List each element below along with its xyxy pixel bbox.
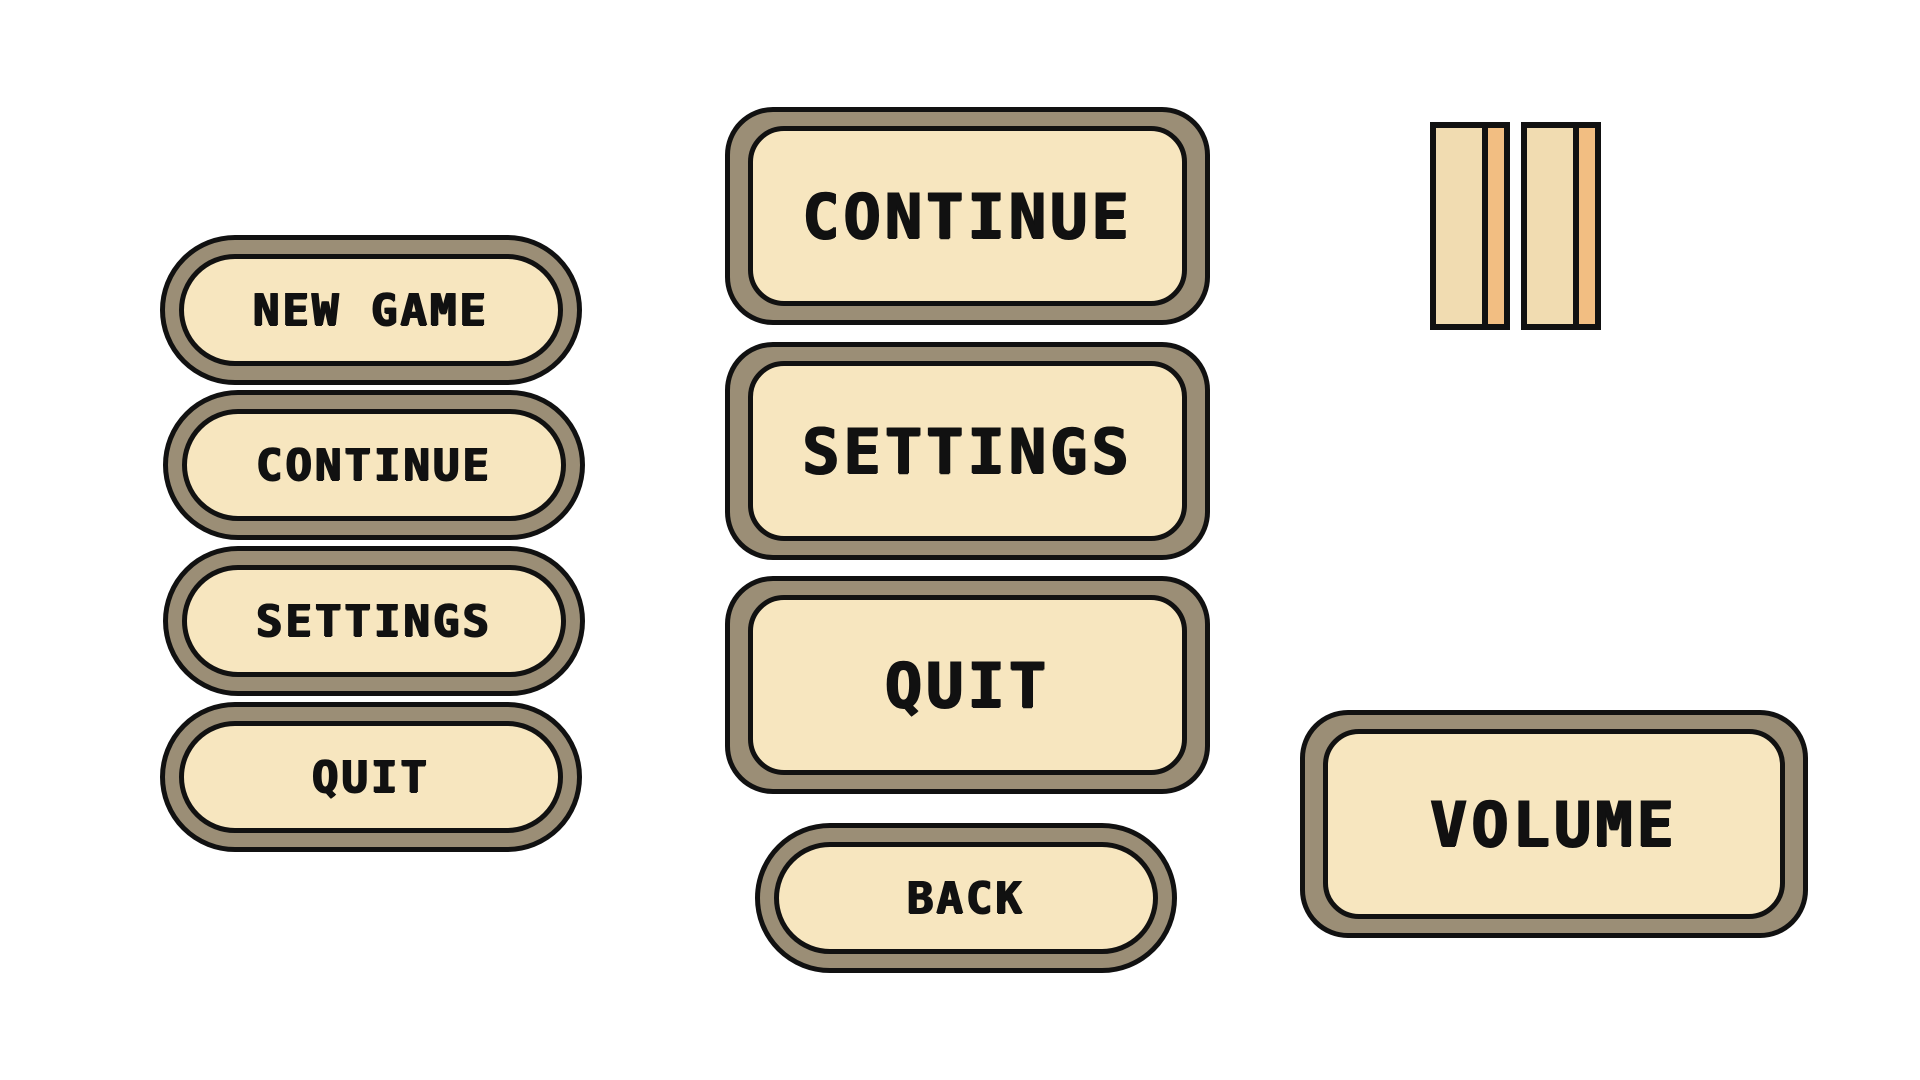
pause-continue-button-face: CONTINUE: [748, 126, 1187, 306]
pause-bar-left-highlight: [1482, 128, 1504, 324]
volume-button[interactable]: VOLUME: [1300, 710, 1808, 938]
main-settings-button[interactable]: SETTINGS: [163, 546, 585, 696]
pause-continue-label: CONTINUE: [802, 179, 1133, 253]
new-game-button[interactable]: NEW GAME: [160, 235, 582, 385]
back-label: BACK: [907, 872, 1025, 924]
pause-quit-button-face: QUIT: [748, 595, 1187, 775]
pause-quit-button[interactable]: QUIT: [725, 576, 1210, 794]
back-button-face: BACK: [774, 842, 1158, 954]
main-continue-label: CONTINUE: [256, 439, 492, 491]
main-quit-button[interactable]: QUIT: [160, 702, 582, 852]
volume-button-face: VOLUME: [1323, 729, 1785, 919]
pause-settings-button[interactable]: SETTINGS: [725, 342, 1210, 560]
pause-bar-right-highlight: [1573, 128, 1595, 324]
pause-quit-label: QUIT: [884, 648, 1051, 722]
pause-icon[interactable]: [1430, 122, 1605, 330]
pause-continue-button[interactable]: CONTINUE: [725, 107, 1210, 325]
new-game-label: NEW GAME: [253, 284, 489, 336]
pause-settings-button-face: SETTINGS: [748, 361, 1187, 541]
main-quit-label: QUIT: [312, 751, 430, 803]
pause-bar-right: [1521, 122, 1601, 330]
back-button[interactable]: BACK: [755, 823, 1177, 973]
main-settings-button-face: SETTINGS: [182, 565, 566, 677]
volume-label: VOLUME: [1430, 787, 1678, 861]
new-game-button-face: NEW GAME: [179, 254, 563, 366]
main-settings-label: SETTINGS: [256, 595, 492, 647]
main-continue-button-face: CONTINUE: [182, 409, 566, 521]
main-quit-button-face: QUIT: [179, 721, 563, 833]
pause-settings-label: SETTINGS: [802, 414, 1133, 488]
main-continue-button[interactable]: CONTINUE: [163, 390, 585, 540]
pause-bar-left: [1430, 122, 1510, 330]
